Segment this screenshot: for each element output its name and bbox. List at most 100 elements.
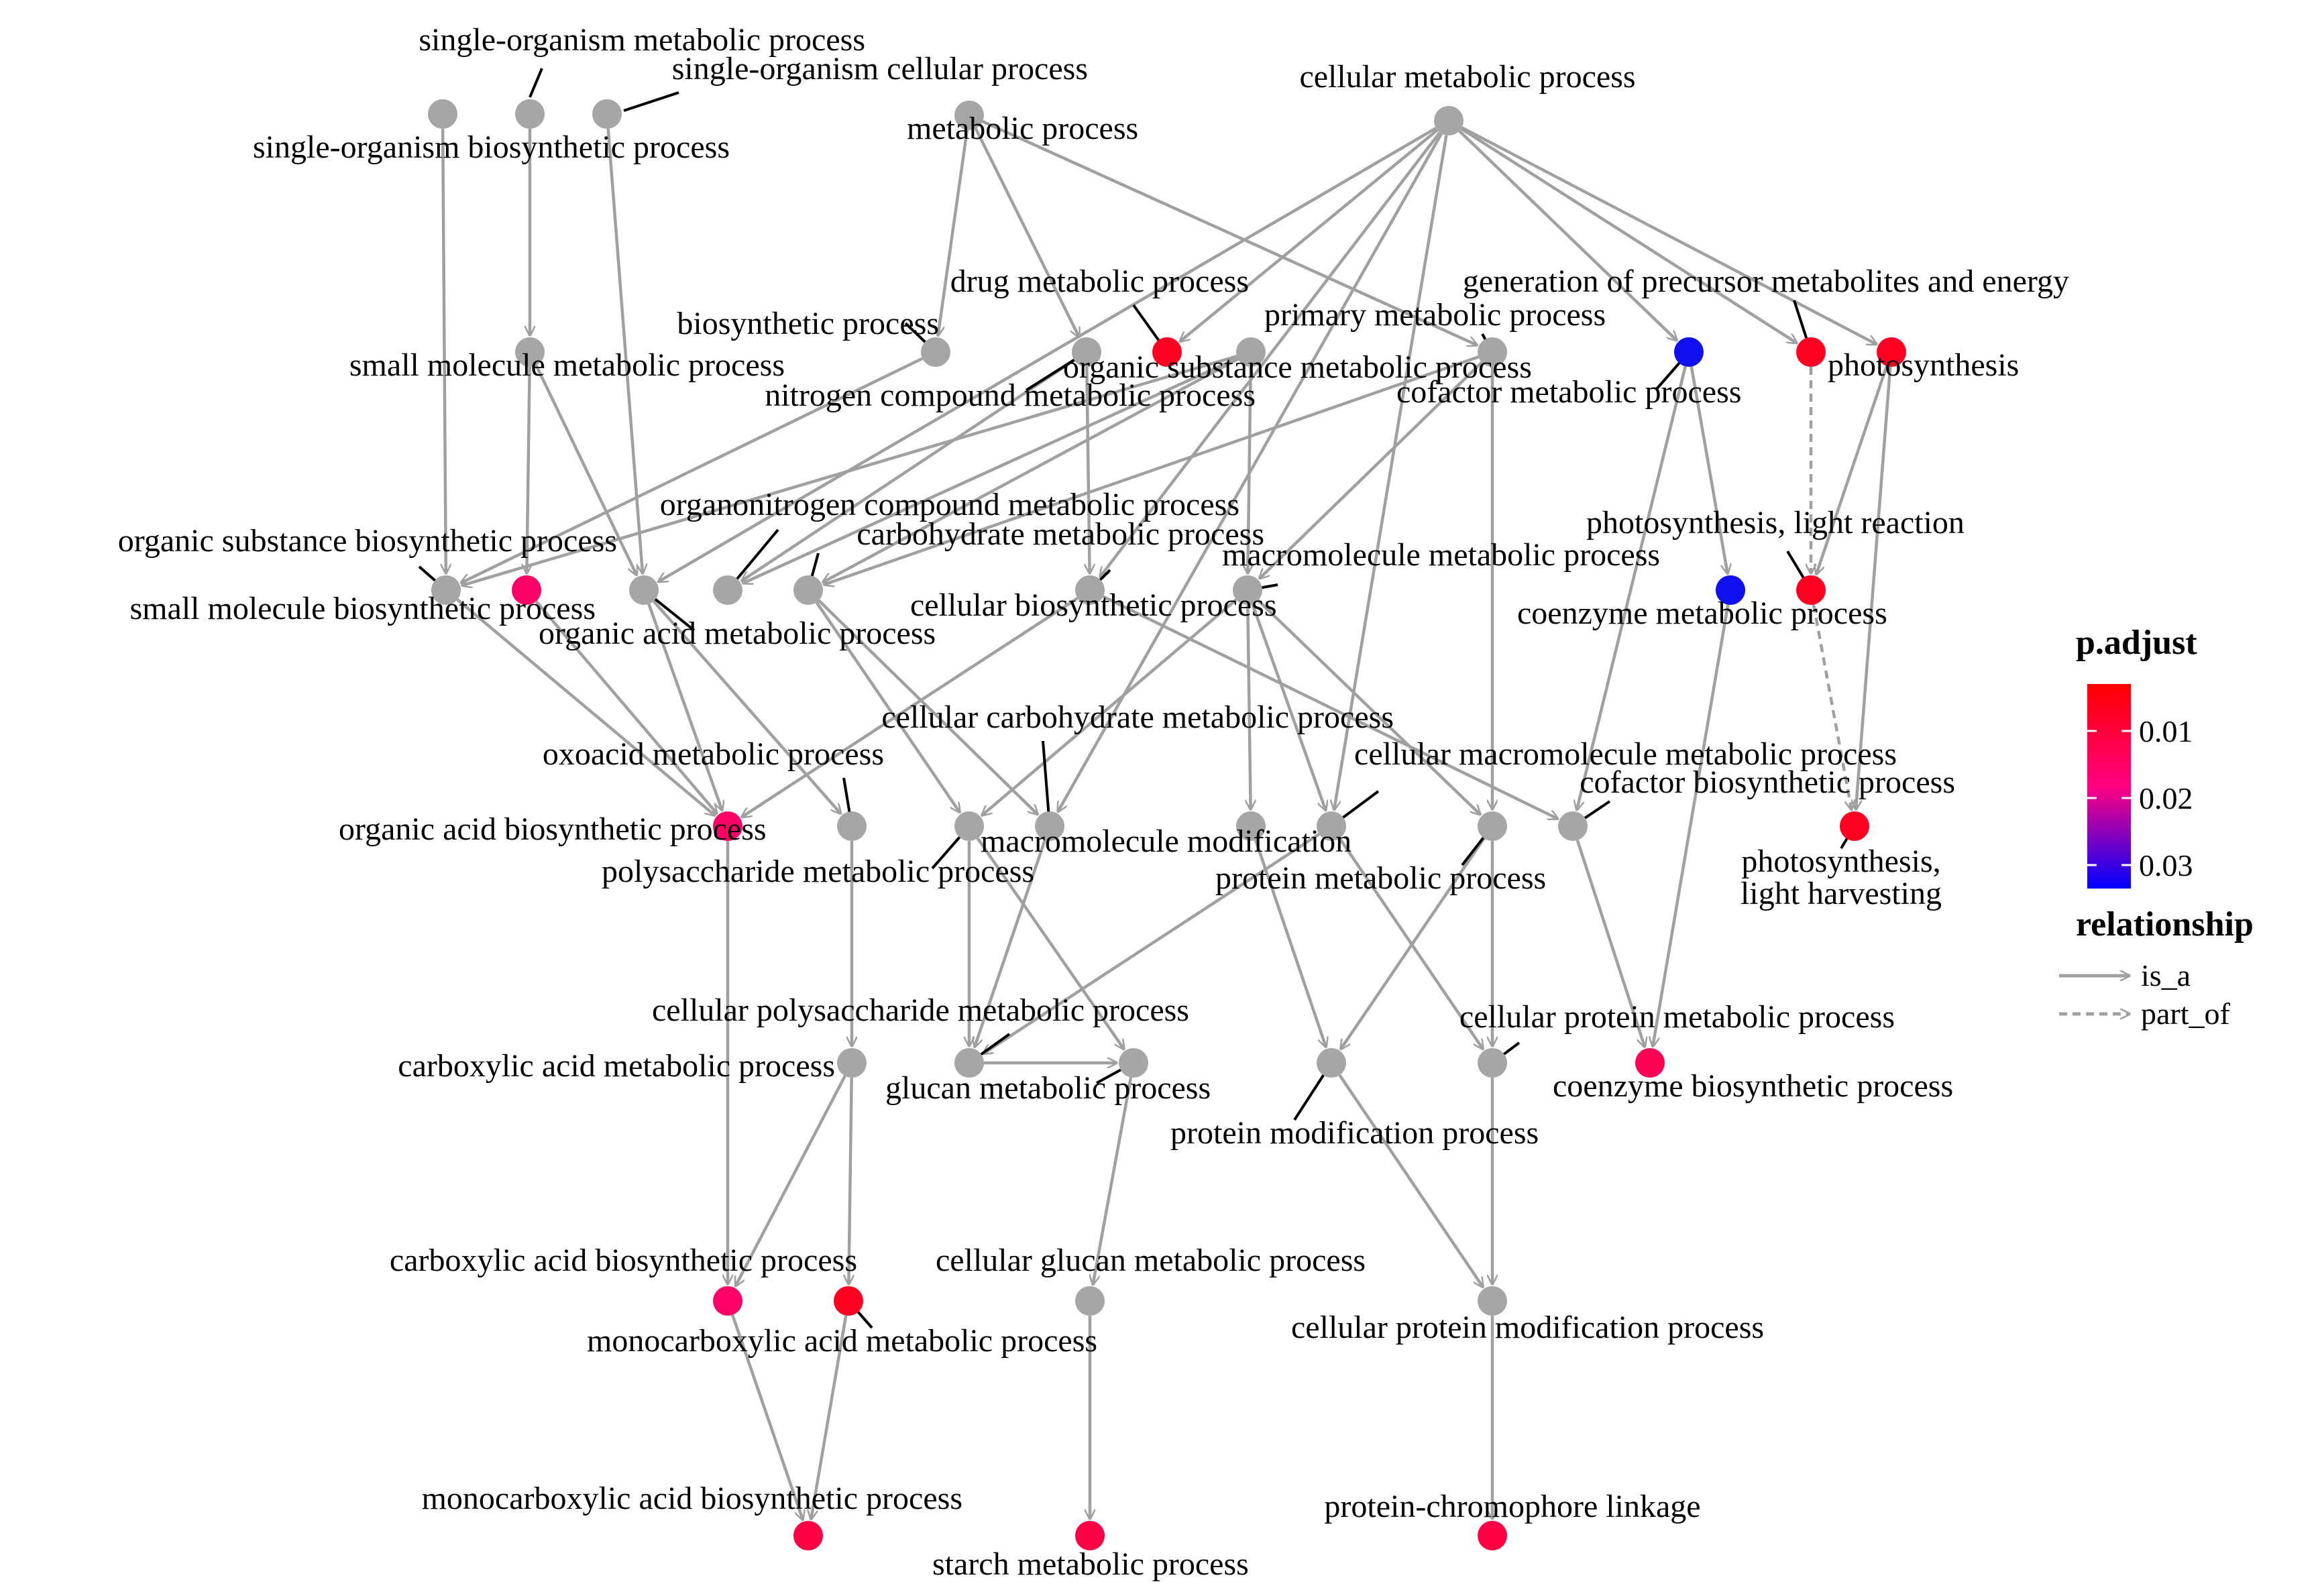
node-cellular-protein-modification — [1478, 1286, 1507, 1316]
edge-is-a — [652, 600, 841, 814]
label-macromolecule-modification: macromolecule modification — [981, 823, 1351, 859]
node-cellular-protein-metabolic — [1478, 1048, 1507, 1078]
label-coenzyme-biosynthetic: coenzyme biosynthetic process — [1553, 1068, 1953, 1104]
edge-is-a — [1341, 837, 1486, 1049]
edge-is-a — [1816, 365, 1889, 574]
label-leader-single-organism-metabolic — [529, 68, 543, 98]
legend: p.adjust 0.010.020.03 relationship is_a … — [2059, 624, 2254, 1031]
label-protein-chromophore-linkage: protein-chromophore linkage — [1324, 1489, 1700, 1524]
node-protein-metabolic — [1478, 811, 1507, 841]
edge-is-a — [848, 1077, 851, 1284]
legend-ticks: 0.010.020.03 — [2087, 714, 2193, 882]
label-generation-precursor: generation of precursor metabolites and … — [1463, 264, 2069, 299]
label-cellular-polysaccharide-metabolic: cellular polysaccharide metabolic proces… — [652, 992, 1189, 1028]
label-protein-metabolic: protein metabolic process — [1215, 860, 1546, 896]
node-carboxylic-acid-metabolic — [837, 1048, 867, 1078]
label-protein-modification: protein modification process — [1170, 1115, 1539, 1151]
edge-is-a — [1690, 366, 1728, 574]
label-macromolecule-metabolic: macromolecule metabolic process — [1222, 537, 1660, 573]
node-macromolecule-modification — [1236, 811, 1266, 841]
node-drug-metabolic — [1152, 337, 1182, 367]
node-organic-substance-metabolic — [1236, 337, 1266, 367]
node-organic-substance-biosynthetic — [431, 575, 461, 605]
edge-is-a — [811, 1315, 848, 1520]
node-photosynthesis-light-harvesting — [1840, 811, 1869, 841]
legend-colorbar — [2087, 684, 2131, 889]
edge-is-a — [456, 598, 715, 815]
edge-is-a — [1248, 604, 1250, 809]
node-single-organism-metabolic — [515, 99, 545, 129]
node-carboxylic-acid-biosynthetic — [713, 1286, 742, 1316]
edge-is-a — [535, 600, 717, 813]
label-leaders-layer — [418, 68, 1856, 1329]
label-organonitrogen-compound-metabolic: organonitrogen compound metabolic proces… — [660, 487, 1239, 522]
label-photosynthesis-light-harvesting: photosynthesis,light harvesting — [1741, 844, 1942, 911]
label-cellular-metabolic: cellular metabolic process — [1299, 59, 1635, 95]
label-polysaccharide-metabolic: polysaccharide metabolic process — [602, 854, 1034, 889]
edge-is-a — [1257, 599, 1480, 814]
edge-is-a — [743, 357, 1238, 583]
edge-is-a — [982, 120, 1477, 345]
legend-tick-label: 0.01 — [2139, 714, 2193, 748]
edges-layer — [443, 120, 1892, 1520]
label-single-organism-cellular: single-organism cellular process — [672, 51, 1088, 87]
edge-is-a — [736, 1075, 846, 1286]
edge-is-a — [824, 355, 1479, 585]
label-cofactor-biosynthetic: cofactor biosynthetic process — [1580, 764, 1955, 800]
label-leader-single-organism-cellular — [623, 91, 679, 112]
edge-is-a — [606, 128, 643, 573]
label-monocarboxylic-acid-biosynthetic: monocarboxylic acid biosynthetic process — [422, 1481, 962, 1516]
label-small-molecule-metabolic: small molecule metabolic process — [349, 347, 785, 383]
edge-is-a — [1100, 131, 1441, 577]
label-photosynthesis-light-reaction: photosynthesis, light reaction — [1586, 505, 1965, 540]
edge-is-a — [1251, 603, 1325, 811]
node-cellular-glucan-metabolic — [1075, 1286, 1105, 1316]
node-organic-acid-metabolic — [629, 575, 659, 605]
label-single-organism-biosynthetic: single-organism biosynthetic process — [253, 129, 730, 165]
edge-is-a — [983, 833, 1320, 1053]
edge-is-a — [527, 366, 529, 573]
label-organic-acid-metabolic: organic acid metabolic process — [539, 616, 936, 651]
label-line-photosynthesis-light-harvesting: photosynthesis, — [1741, 844, 1940, 879]
node-primary-metabolic — [1478, 337, 1507, 367]
label-primary-metabolic: primary metabolic process — [1264, 297, 1606, 333]
label-cellular-protein-metabolic: cellular protein metabolic process — [1459, 999, 1895, 1035]
edge-is-a — [731, 1314, 803, 1520]
node-small-molecule-metabolic — [515, 337, 545, 367]
node-biosynthetic — [921, 337, 950, 367]
node-coenzyme-biosynthetic — [1635, 1048, 1665, 1078]
node-organonitrogen-compound-metabolic — [713, 575, 742, 605]
label-cellular-biosynthetic: cellular biosynthetic process — [910, 587, 1277, 623]
edge-is-a — [443, 128, 446, 573]
edge-is-a — [1180, 129, 1439, 341]
label-single-organism-metabolic: single-organism metabolic process — [419, 22, 865, 58]
node-cofactor-biosynthetic — [1558, 811, 1588, 841]
edge-is-a — [1260, 361, 1483, 578]
node-nitrogen-compound-metabolic — [1072, 337, 1101, 367]
edge-is-a — [1460, 127, 1797, 343]
label-photosynthesis: photosynthesis — [1828, 347, 2019, 383]
edge-is-a — [659, 127, 1437, 581]
edge-is-a — [1653, 604, 1730, 1047]
label-organic-acid-biosynthetic: organic acid biosynthetic process — [339, 811, 767, 847]
label-cellular-carbohydrate-metabolic: cellular carbohydrate metabolic process — [881, 699, 1394, 735]
edge-is-a — [1338, 1074, 1483, 1287]
node-monocarboxylic-acid-biosynthetic — [793, 1521, 823, 1550]
edge-is-a — [1334, 135, 1448, 810]
label-drug-metabolic: drug metabolic process — [950, 264, 1249, 299]
node-monocarboxylic-acid-metabolic — [834, 1286, 863, 1316]
legend-tick-label: 0.02 — [2139, 781, 2193, 815]
nodes-layer — [428, 99, 1906, 1550]
edge-is-a — [815, 601, 960, 812]
legend-relationship-title: relationship — [2076, 905, 2254, 944]
node-coenzyme-metabolic — [1716, 575, 1745, 605]
edge-is-a — [974, 127, 1079, 337]
edge-is-a — [982, 598, 1237, 815]
edge-is-a — [1248, 366, 1250, 573]
node-small-molecule-biosynthetic — [512, 575, 541, 605]
node-metabolic — [954, 101, 984, 130]
node-cellular-polysaccharide-metabolic — [954, 1048, 984, 1078]
edge-is-a — [1461, 126, 1876, 344]
node-cellular-metabolic — [1434, 106, 1463, 135]
edge-is-a — [461, 357, 924, 583]
